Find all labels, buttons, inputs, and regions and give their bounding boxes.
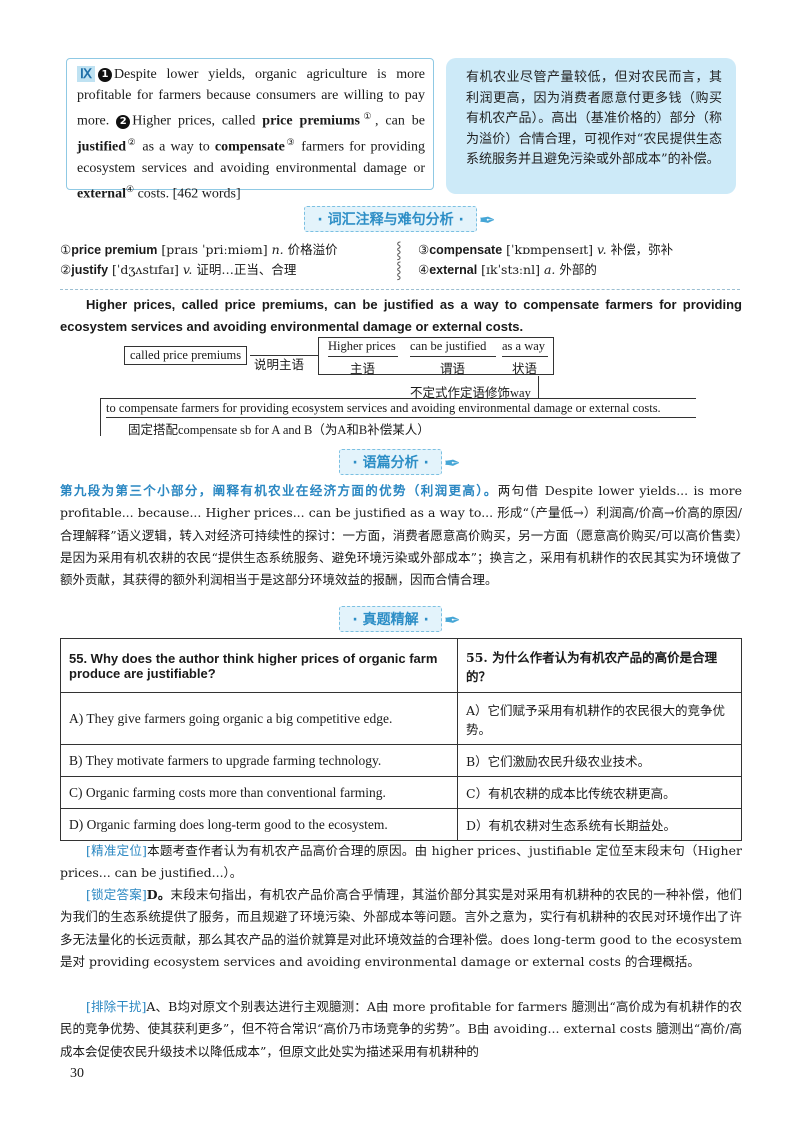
diagram-adverbial-label: 状语: [512, 362, 538, 376]
word-count: [462 words]: [172, 186, 241, 202]
vocab-divider: ⸾⸾: [396, 240, 402, 279]
diagram-underline: [106, 417, 696, 418]
quill-icon: ✒: [443, 450, 461, 475]
question-table: 55. Why does the author think higher pri…: [60, 638, 742, 841]
vocab-item-2: ②justify [ˈdʒʌstɪfaɪ] v. 证明…正当、合理: [60, 262, 297, 277]
diagram-subject: Higher prices: [328, 339, 396, 353]
diagram-underline: [410, 356, 496, 357]
section-label-questions: · 真题精解 ·: [339, 606, 442, 632]
question-row: 55. Why does the author think higher pri…: [60, 638, 742, 693]
tag-exclude: [排除干扰]: [86, 999, 147, 1014]
section-title-discourse: · 语篇分析 ·✒: [0, 449, 800, 475]
section-label-vocab: · 词汇注释与难句分析 ·: [304, 206, 477, 232]
option-b-en: B) They motivate farmers to upgrade farm…: [60, 744, 458, 777]
question-zh: 55. 为什么作者认为有机农产品的高价是合理的？: [457, 638, 742, 693]
diagram-connector: [250, 355, 318, 356]
note-marker-1: ①: [359, 111, 375, 122]
diagram-line: [100, 398, 101, 436]
answer-letter: D。: [146, 887, 171, 902]
translation-text: 有机农业尽管产量较低，但对农民而言，其利润更高，因为消费者愿意付更多钱（购买有机…: [466, 70, 722, 168]
term-justified: justified: [77, 140, 126, 156]
quill-icon: ✒: [443, 607, 461, 632]
diagram-predicate: can be justified: [410, 339, 487, 353]
option-row: B) They motivate farmers to upgrade farm…: [60, 744, 742, 777]
analysis-body: 两句借 Despite lower yields... is more prof…: [60, 483, 742, 588]
analysis-lead: 第九段为第三个小部分，阐释有机农业在经济方面的优势（利润更高）。: [60, 483, 498, 498]
section-title-vocab: · 词汇注释与难句分析 ·✒: [0, 206, 800, 232]
diagram-phrase-label: 固定搭配compensate sb for A and B（为A和B补偿某人）: [128, 423, 430, 437]
diagram-infinitive: to compensate farmers for providing ecos…: [106, 401, 661, 415]
tag-locate: [精准定位]: [86, 843, 147, 858]
tag-answer: [锁定答案]: [86, 887, 147, 902]
sentence-1: Despite lower yields, organic agricultur…: [77, 67, 425, 129]
page-number: 30: [70, 1066, 84, 1081]
option-d-zh: D）有机农耕对生态系统有长期益处。: [457, 808, 742, 841]
option-a-en: A) They give farmers going organic a big…: [60, 692, 458, 745]
vocab-word: external: [429, 263, 478, 277]
question-en: 55. Why does the author think higher pri…: [60, 638, 458, 693]
analysis-paragraph: 第九段为第三个小部分，阐释有机农业在经济方面的优势（利润更高）。两句借 Desp…: [60, 480, 742, 591]
vocab-item-1: ①price premium [praɪs ˈpriːmiəm] n. 价格溢价: [60, 242, 338, 257]
translation-box: 有机农业尽管产量较低，但对农民而言，其利润更高，因为消费者愿意付更多钱（购买有机…: [446, 58, 736, 194]
sentence-2-part-d: farmers for providing ecosystem services…: [77, 140, 425, 176]
sentence-number-2: 2: [116, 114, 131, 129]
diagram-appositive-label: 说明主语: [254, 358, 305, 372]
key-sentence: Higher prices, called price premiums, ca…: [60, 297, 742, 334]
explanation-exclude: [排除干扰]A、B均对原文个别表达进行主观臆测：A由 more profitab…: [60, 999, 742, 1059]
diagram-arrow-line: [538, 376, 539, 398]
sentence-2-part-c: as a way to: [137, 140, 215, 156]
diagram-adverbial: as a way: [502, 339, 546, 353]
diagram-predicate-label: 谓语: [440, 362, 466, 376]
diagram-line: [100, 398, 696, 399]
note-marker-3: ③: [284, 137, 297, 148]
divider: [60, 289, 740, 290]
option-b-zh: B）它们激励农民升级农业技术。: [457, 744, 742, 777]
sentence-number-1: 1: [97, 68, 112, 82]
term-compensate: compensate: [214, 140, 285, 156]
diagram-underline: [502, 356, 548, 357]
section-title-questions: · 真题精解 ·✒: [0, 606, 800, 632]
option-row: D) Organic farming does long-term good t…: [60, 808, 742, 841]
vocab-word: justify: [71, 263, 109, 277]
paragraph-number: Ⅸ: [77, 66, 95, 82]
explanation-answer: [锁定答案]D。末段末句指出，有机农产品价高合乎情理，其溢价部分其实是对采用有机…: [60, 887, 742, 969]
option-a-zh: A）它们赋予采用有机耕作的农民很大的竞争优势。: [457, 692, 742, 745]
option-c-zh: C）有机农耕的成本比传统农耕更高。: [457, 776, 742, 809]
diagram-infinitive-label: 不定式作定语修饰way: [410, 386, 531, 400]
note-marker-4: ④: [125, 184, 135, 195]
option-row: C) Organic farming costs more than conve…: [60, 776, 742, 809]
vocab-item-3: ③compensate [ˈkɒmpenseɪt] v. 补偿，弥补: [418, 242, 674, 257]
section-label-discourse: · 语篇分析 ·: [339, 449, 442, 475]
diagram-appositive: called price premiums: [124, 346, 248, 365]
term-price-premiums: price premiums: [262, 113, 360, 129]
sentence-2-part-b: , can be: [374, 113, 425, 129]
explanation-locate: [精准定位]本题考查作者认为有机农产品高价合理的原因。由 higher pric…: [60, 843, 742, 881]
sentence-2-part-e: costs.: [134, 186, 170, 202]
vocab-word: compensate: [429, 243, 503, 257]
term-external: external: [77, 186, 126, 202]
note-marker-2: ②: [126, 137, 138, 148]
option-c-en: C) Organic farming costs more than conve…: [60, 776, 458, 809]
vocab-item-4: ④external [ɪkˈstɜːnl] a. 外部的: [418, 262, 597, 277]
diagram-underline: [328, 356, 398, 357]
sentence-2-part-a: Higher prices, called: [132, 113, 263, 129]
option-row: A) They give farmers going organic a big…: [60, 692, 742, 745]
diagram-subject-label: 主语: [350, 362, 376, 376]
quill-icon: ✒: [478, 207, 496, 232]
vocab-word: price premium: [71, 243, 158, 257]
option-d-en: D) Organic farming does long-term good t…: [60, 808, 458, 841]
